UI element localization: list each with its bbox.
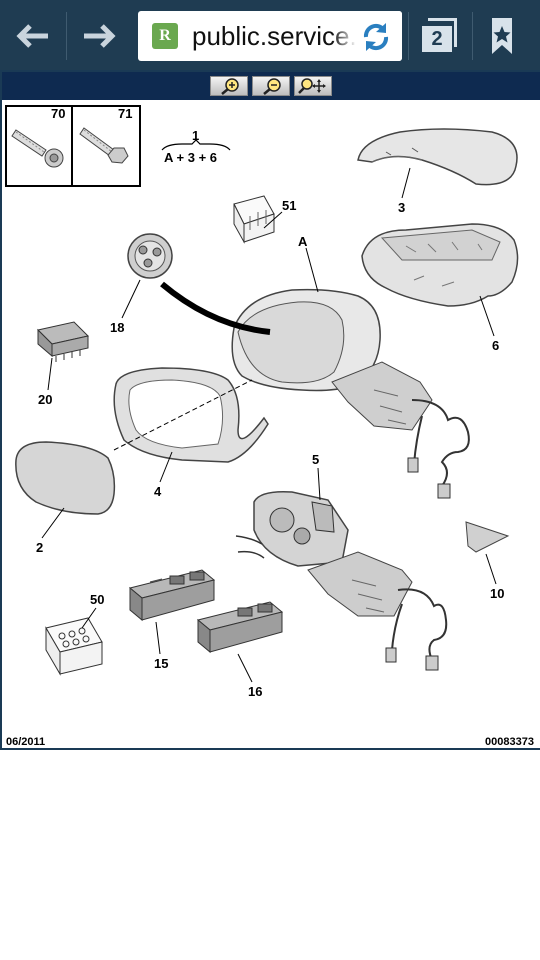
callout-20: 20 <box>38 392 52 407</box>
trim-cap-10 <box>465 521 510 553</box>
forward-arrow-icon <box>84 24 116 48</box>
callout-51: 51 <box>282 198 296 213</box>
browser-toolbar: R public.service.citroen.com 2 <box>0 0 540 70</box>
screw-71-drawing <box>79 127 129 164</box>
diagram-number: 00083373 <box>485 736 534 748</box>
callout-71: 71 <box>118 106 132 121</box>
address-bar[interactable]: R public.service.citroen.com <box>138 11 402 61</box>
callout-50: 50 <box>90 592 104 607</box>
bookmark-icon[interactable] <box>482 14 522 58</box>
callout-3: 3 <box>398 200 405 215</box>
window-switch-16 <box>196 601 284 654</box>
mirror-cover-3 <box>357 128 518 186</box>
clip-pack-51 <box>233 195 275 244</box>
callout-group-1: 1 <box>192 128 199 143</box>
callout-15: 15 <box>154 656 168 671</box>
viewer-toolbar <box>2 72 540 100</box>
mirror-base-5 <box>235 490 448 671</box>
mirror-glass-2 <box>15 441 116 515</box>
zoom-pan-button[interactable] <box>294 76 332 96</box>
zoom-out-icon <box>263 78 281 95</box>
zoom-out-button[interactable] <box>252 76 290 96</box>
window-switch-15 <box>128 569 216 622</box>
site-favicon: R <box>152 23 178 49</box>
tabs-button[interactable]: 2 <box>418 14 464 58</box>
zoom-in-icon <box>221 78 239 95</box>
callout-4: 4 <box>154 484 162 499</box>
mirror-motor-18 <box>127 233 173 279</box>
diagram-date: 06/2011 <box>6 736 46 748</box>
back-arrow-icon <box>16 24 48 48</box>
back-button[interactable] <box>12 14 52 58</box>
callout-16: 16 <box>248 684 262 699</box>
callout-2: 2 <box>36 540 43 555</box>
callout-10: 10 <box>490 586 504 601</box>
callout-group-formula: A + 3 + 6 <box>164 150 217 165</box>
screw-70-drawing <box>11 129 64 168</box>
callout-6: 6 <box>492 338 499 353</box>
tab-count: 2 <box>422 26 452 52</box>
module-20 <box>37 321 89 362</box>
clip-pack-50 <box>45 617 103 676</box>
mirror-assembly-A <box>231 288 470 499</box>
mirror-housing-6 <box>361 223 519 307</box>
tabs-icon <box>428 18 457 47</box>
zoom-in-button[interactable] <box>210 76 248 96</box>
callout-70: 70 <box>51 106 65 121</box>
mirror-frame-4 <box>113 367 269 463</box>
reload-icon[interactable] <box>358 19 394 55</box>
screws-box <box>5 105 141 187</box>
callout-18: 18 <box>110 320 124 335</box>
callout-5: 5 <box>312 452 319 467</box>
exploded-parts-diagram: 70 71 1 A + 3 + 6 51 3 6 <box>5 105 519 699</box>
callout-A: A <box>298 234 308 249</box>
forward-button[interactable] <box>80 14 120 58</box>
zoom-pan-icon <box>298 78 326 94</box>
parts-diagram-viewer: 70 71 1 A + 3 + 6 51 3 6 <box>0 70 540 750</box>
